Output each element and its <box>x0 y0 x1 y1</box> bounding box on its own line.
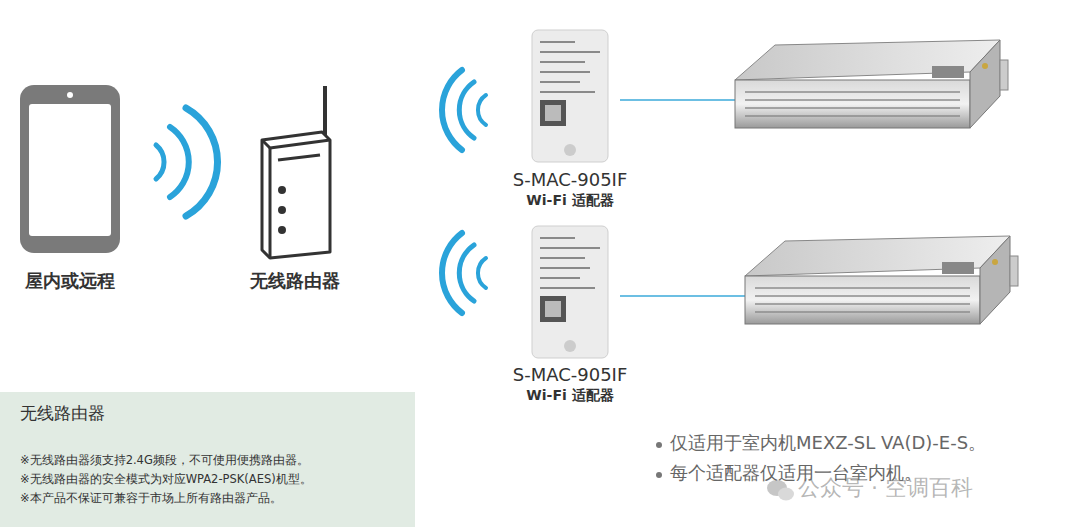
router-icon <box>262 86 330 258</box>
adapter-label: S-MAC-905IF Wi-Fi 适配器 <box>490 25 650 212</box>
watermark-icon <box>767 480 794 501</box>
device-label: 无线路由器 <box>235 80 355 295</box>
note-item: ※无线路由器的安全模式为对应WPA2-PSK(AES)机型。 <box>20 472 312 487</box>
adapter-wire <box>620 99 738 101</box>
ducted-indoor-unit <box>735 40 1008 128</box>
wifi-adapter-device <box>532 226 608 358</box>
bullet-dot <box>656 442 662 448</box>
model-number: S-MAC-905IF <box>513 169 628 190</box>
device-label: 屋内或远程 <box>15 80 125 295</box>
watermark: 公众号 · 空调百科 <box>798 473 973 503</box>
adapter-wire <box>620 295 748 297</box>
note-box: 无线路由器 ※无线路由器须支持2.4G频段，不可使用便携路由器。 ※无线路由器的安全… <box>0 392 415 527</box>
wireless-waves <box>442 70 486 313</box>
note-title: 无线路由器 <box>20 402 105 425</box>
smartphone-icon <box>20 85 120 253</box>
ducted-indoor-unit <box>745 236 1018 324</box>
model-number: S-MAC-905IF <box>513 364 628 385</box>
adapter-name: Wi-Fi 适配器 <box>526 387 613 405</box>
adapter-name: Wi-Fi 适配器 <box>526 192 613 210</box>
note-item: ※无线路由器须支持2.4G频段，不可使用便携路由器。 <box>20 453 309 468</box>
note-bullet: 仅适用于室内机MEXZ-SL VA(D)-E-S。 <box>670 431 986 455</box>
device-label-text: 屋内或远程 <box>25 269 115 293</box>
bullet-dot <box>656 472 662 478</box>
device-label-text: 无线路由器 <box>250 269 340 293</box>
note-item: ※本产品不保证可兼容于市场上所有路由器产品。 <box>20 491 282 506</box>
adapter-label: S-MAC-905IF Wi-Fi 适配器 <box>490 220 650 407</box>
wireless-waves <box>156 108 218 216</box>
wifi-adapter-device <box>532 30 608 162</box>
